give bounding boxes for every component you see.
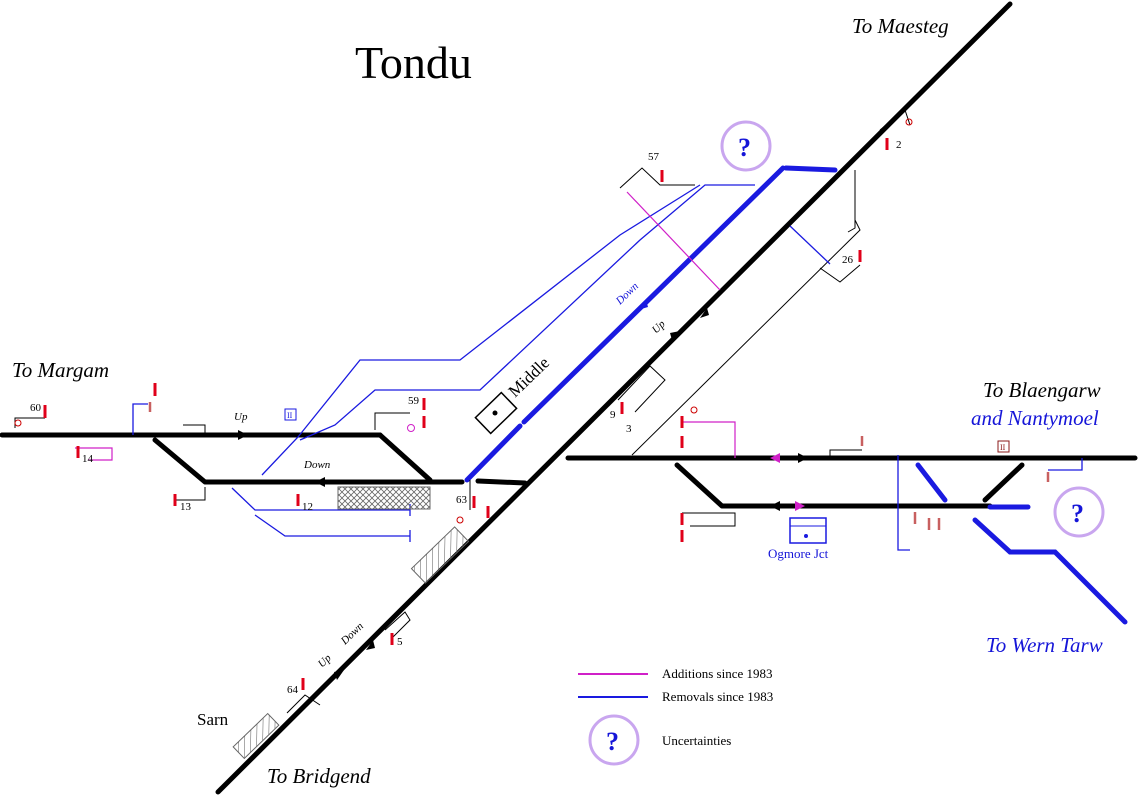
svg-text:59: 59 [408,395,420,407]
signal-5: 5 [384,611,411,648]
margam-crossover-east [377,432,433,483]
svg-text:5: 5 [397,636,403,648]
added-link-57 [626,191,721,291]
main-line-maesteg-bridgend [215,1,1013,795]
removed-blaengarw-link [1048,458,1083,471]
signal-60: 60 [14,402,47,428]
arrow-maesteg-up [670,331,680,340]
removed-ogmore-link [897,455,910,551]
arrow-down-margam [315,477,325,487]
signal-box-middle: Middle [474,353,553,435]
signal-box-ogmore: Ogmore Jct [768,517,829,561]
dir-margam-down: Down [303,459,331,471]
signal-blaengarw-post [829,449,862,458]
removed-signal-margam [132,403,148,435]
label-and-nantymoel: and Nantymoel [971,406,1099,430]
dir-margam-up: Up [234,411,248,423]
ground-frame-margam: II [284,408,297,421]
platform-tondu [410,526,470,584]
platform-sarn [232,712,280,760]
siding-stub-26 [847,170,856,233]
removed-wern-tarw-line [972,517,1128,625]
dir-maesteg-up: Up [650,318,668,336]
diagram-title: Tondu [355,37,472,88]
signal-63: 63 [456,480,490,524]
added-link-14 [75,447,113,461]
svg-text:?: ? [738,133,751,162]
dir-bridgend-down: Down [338,620,366,648]
box-label-ogmore: Ogmore Jct [768,546,829,561]
signal-14: 14 [76,446,94,465]
legend-uncertainties-label: Uncertainties [662,733,731,748]
svg-text:II: II [1000,443,1006,452]
arrow-maesteg-line [700,308,709,318]
removed-spur-top [783,165,838,173]
svg-text:14: 14 [82,453,94,465]
arrow-added-blaengarw [770,453,780,463]
removed-link-26 [789,225,831,265]
dir-maesteg-down: Down [613,280,641,308]
signal-64: 64 [286,678,321,714]
svg-text:63: 63 [456,494,468,506]
label-to-margam: To Margam [12,358,109,382]
removed-siding-2 [299,184,755,441]
label-sarn: Sarn [197,710,229,729]
legend-additions-label: Additions since 1983 [662,666,773,681]
label-to-wern-tarw: To Wern Tarw [986,633,1103,657]
label-to-maesteg: To Maesteg [852,14,949,38]
signal-12: 12 [296,494,313,513]
removed-down-line-lower [464,423,523,483]
label-to-blaengarw: To Blaengarw [983,378,1101,402]
added-link-3 [682,421,736,458]
signal-26: 26 [819,250,862,283]
svg-text:2: 2 [896,139,902,151]
ogmore-loop [674,462,993,509]
legend-uncertainty-symbol: ? [606,727,619,756]
legend-uncertainty-swatch [588,714,640,766]
legend-removals-label: Removals since 1983 [662,689,773,704]
removed-siding-3 [231,487,410,511]
siding-thin-26 [631,219,861,456]
removed-siding-1 [261,184,701,476]
ogmore-crossover-east [982,462,1025,503]
uncertainty-marker-wern-tarw: ? [1053,486,1105,538]
svg-text:13: 13 [180,501,192,513]
arrow-maesteg-down [638,300,648,310]
signal-13: 13 [173,487,206,513]
svg-text:12: 12 [302,501,313,513]
svg-text:3: 3 [626,423,632,435]
label-to-bridgend: To Bridgend [267,764,371,788]
signal-9: 9 [610,365,666,421]
margam-down-connection [475,478,528,486]
platform-margam [337,486,431,510]
svg-text:60: 60 [30,402,42,414]
svg-text:26: 26 [842,254,854,266]
svg-text:?: ? [1071,499,1084,528]
uncertainty-marker-maesteg: ? [720,120,772,172]
arrow-bridgend-down [366,640,375,650]
signal-margam-mid [183,424,206,433]
margam-down-loop [152,437,465,485]
arrow-up-blaengarw [798,453,808,463]
arrow-added-ogmore [795,501,805,511]
signal-57: 57 [619,151,695,189]
legend: Additions since 1983 Removals since 1983… [578,666,773,766]
arrow-up-margam [238,430,248,440]
arrow-bridgend-up [334,670,344,680]
signal-3: 3 [626,406,698,448]
arrow-down-ogmore [770,501,780,511]
signal-ogmore-post [682,512,736,527]
svg-text:57: 57 [648,151,660,163]
removed-siding-4 [254,514,410,537]
removed-down-line [521,165,786,425]
dir-bridgend-up: Up [316,652,334,670]
signal-59: 59 [374,395,426,432]
svg-text:64: 64 [287,684,299,696]
removed-crossover [915,462,948,503]
svg-text:II: II [287,411,293,420]
svg-text:9: 9 [610,409,616,421]
ground-frame-blaengarw: II [997,440,1010,453]
signal-2: 2 [879,109,913,151]
